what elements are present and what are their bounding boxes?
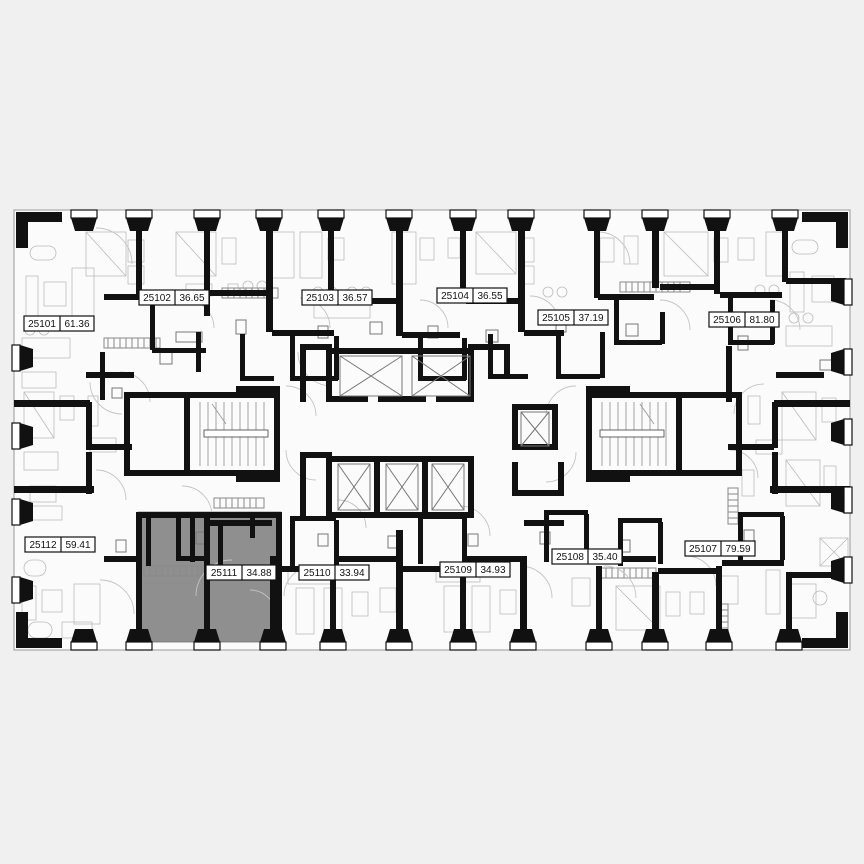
elevator-car-layer <box>337 355 550 511</box>
unit-number: 25112 <box>29 540 57 551</box>
unit-label-25108[interactable]: 25108 35.40 <box>551 548 623 565</box>
unit-number: 25111 <box>211 568 238 579</box>
unit-label-box <box>708 311 780 328</box>
unit-area: 36.65 <box>179 293 204 304</box>
unit-label-box <box>138 289 210 306</box>
unit-label-layer[interactable]: 25101 61.36 25102 36.65 25103 36.57 25104 36.55… <box>23 287 780 581</box>
unit-area: 36.57 <box>342 293 367 304</box>
unit-label-25111[interactable]: 25111 34.88 <box>205 564 277 581</box>
unit-area: 36.55 <box>477 291 502 302</box>
unit-label-box <box>439 561 511 578</box>
unit-area: 61.36 <box>64 319 89 330</box>
unit-number: 25101 <box>28 319 56 330</box>
unit-number: 25105 <box>542 313 570 324</box>
unit-area: 59.41 <box>65 540 90 551</box>
unit-label-box <box>23 315 95 332</box>
unit-number: 25109 <box>444 565 472 576</box>
unit-label-box <box>301 289 373 306</box>
unit-area: 34.93 <box>480 565 505 576</box>
unit-number: 25110 <box>303 568 331 579</box>
unit-label-box <box>298 564 370 581</box>
unit-label-box <box>537 309 609 326</box>
unit-number: 25103 <box>306 293 334 304</box>
unit-label-25104[interactable]: 25104 36.55 <box>436 287 508 304</box>
unit-number: 25106 <box>713 315 741 326</box>
unit-label-box <box>205 564 277 581</box>
unit-number: 25107 <box>689 544 717 555</box>
unit-label-box <box>684 540 756 557</box>
stair-tread-layer <box>199 402 667 466</box>
unit-number: 25104 <box>441 291 469 302</box>
unit-area: 79.59 <box>725 544 750 555</box>
unit-label-25106[interactable]: 25106 81.80 <box>708 311 780 328</box>
unit-label-25102[interactable]: 25102 36.65 <box>138 289 210 306</box>
unit-label-box <box>551 548 623 565</box>
wall-layer <box>13 209 851 651</box>
unit-number: 25102 <box>143 293 171 304</box>
unit-area: 33.94 <box>339 568 364 579</box>
unit-area: 35.40 <box>592 552 617 563</box>
unit-label-box <box>436 287 508 304</box>
unit-area: 37.19 <box>578 313 603 324</box>
unit-label-25109[interactable]: 25109 34.93 <box>439 561 511 578</box>
unit-number: 25108 <box>556 552 584 563</box>
unit-area: 81.80 <box>749 315 774 326</box>
unit-label-25105[interactable]: 25105 37.19 <box>537 309 609 326</box>
unit-label-25107[interactable]: 25107 79.59 <box>684 540 756 557</box>
unit-label-25110[interactable]: 25110 33.94 <box>298 564 370 581</box>
unit-label-box <box>24 536 96 553</box>
unit-label-25112[interactable]: 25112 59.41 <box>24 536 96 553</box>
unit-label-25101[interactable]: 25101 61.36 <box>23 315 95 332</box>
unit-area: 34.88 <box>246 568 271 579</box>
unit-label-25103[interactable]: 25103 36.57 <box>301 289 373 306</box>
